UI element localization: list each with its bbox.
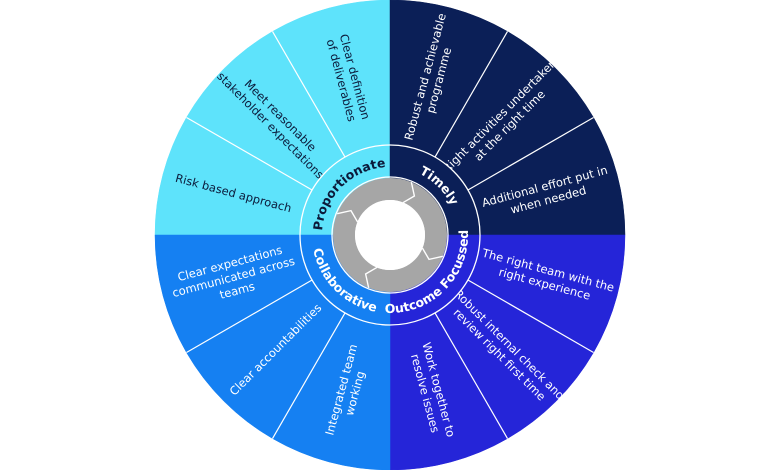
segment-divider <box>271 312 346 439</box>
segment-divider <box>271 31 346 158</box>
segment-divider <box>434 31 509 158</box>
segment-divider <box>434 312 509 439</box>
cycle-arrow-icon <box>421 247 443 261</box>
ring-inner-border <box>331 176 449 294</box>
segment-divider <box>467 116 594 191</box>
cycle-arrows-ring <box>333 178 447 292</box>
cycle-arrow-icon <box>402 182 416 204</box>
segment-divider <box>186 279 313 354</box>
label-ring <box>299 144 481 326</box>
cycle-arrow-icon <box>337 209 359 223</box>
segment-divider <box>186 116 313 191</box>
cycle-arrow-icon <box>364 266 378 288</box>
quadrant-outcome-focussed: The right team with theright experienceR… <box>389 234 626 470</box>
ring-outer-border <box>299 144 481 326</box>
center-hole <box>355 200 425 270</box>
center-cycle <box>333 178 447 292</box>
segment-divider <box>467 279 594 354</box>
